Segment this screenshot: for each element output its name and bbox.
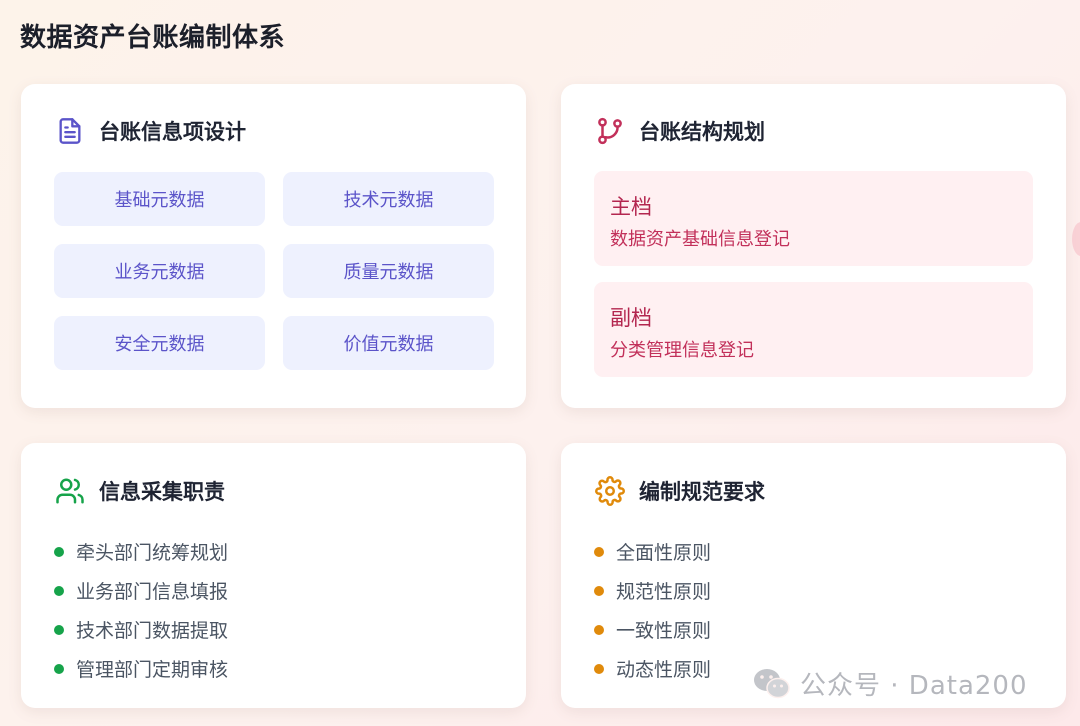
list-item: 规范性原则 <box>594 571 711 610</box>
document-icon <box>55 116 85 146</box>
list-item: 业务部门信息填报 <box>54 571 228 610</box>
bullet-dot <box>594 663 604 674</box>
bullet-dot <box>54 624 64 635</box>
bullet-dot <box>54 546 64 557</box>
card-header: 台账信息项设计 <box>55 116 246 146</box>
archive-description: 数据资产基础信息登记 <box>610 229 790 250</box>
metadata-grid: 基础元数据 技术元数据 业务元数据 质量元数据 安全元数据 价值元数据 <box>54 172 494 370</box>
bullet-dot <box>54 663 64 674</box>
list-item: 技术部门数据提取 <box>54 610 228 649</box>
watermark-text: 公众号 · Data200 <box>800 671 1028 701</box>
card-ledger-item-design: 台账信息项设计 基础元数据 技术元数据 业务元数据 质量元数据 安全元数据 价值… <box>21 84 526 408</box>
list-item: 一致性原则 <box>594 610 711 649</box>
archive-panel-main[interactable]: 主档 数据资产基础信息登记 <box>594 171 1033 266</box>
metadata-button-basic[interactable]: 基础元数据 <box>54 172 265 226</box>
archive-panel-secondary[interactable]: 副档 分类管理信息登记 <box>594 282 1033 377</box>
page-title: 数据资产台账编制体系 <box>20 23 286 53</box>
gear-icon <box>595 476 625 506</box>
archive-title: 副档 <box>610 306 652 330</box>
list-item: 动态性原则 <box>594 649 711 688</box>
bullet-dot <box>54 585 64 596</box>
archive-description: 分类管理信息登记 <box>610 340 754 361</box>
list-item: 管理部门定期审核 <box>54 649 228 688</box>
card-information-collection: 信息采集职责 牵头部门统筹规划 业务部门信息填报 技术部门数据提取 管理部门定期… <box>21 443 526 708</box>
principle-list: 全面性原则 规范性原则 一致性原则 动态性原则 <box>594 532 711 688</box>
archive-title: 主档 <box>610 195 652 219</box>
card-compilation-standards: 编制规范要求 全面性原则 规范性原则 一致性原则 动态性原则 <box>561 443 1066 708</box>
list-item: 牵头部门统筹规划 <box>54 532 228 571</box>
metadata-button-business[interactable]: 业务元数据 <box>54 244 265 298</box>
users-icon <box>55 476 85 506</box>
responsibility-list: 牵头部门统筹规划 业务部门信息填报 技术部门数据提取 管理部门定期审核 <box>54 532 228 688</box>
metadata-button-value[interactable]: 价值元数据 <box>283 316 494 370</box>
card-title: 编制规范要求 <box>639 480 765 504</box>
metadata-button-technical[interactable]: 技术元数据 <box>283 172 494 226</box>
watermark: 公众号 · Data200 <box>752 665 1028 702</box>
card-title: 台账结构规划 <box>639 120 765 144</box>
edge-decoration <box>1072 222 1080 256</box>
metadata-button-security[interactable]: 安全元数据 <box>54 316 265 370</box>
card-header: 台账结构规划 <box>595 116 765 146</box>
wechat-icon <box>752 667 792 701</box>
card-title: 信息采集职责 <box>99 480 225 504</box>
list-item: 全面性原则 <box>594 532 711 571</box>
card-title: 台账信息项设计 <box>99 120 246 144</box>
git-branch-icon <box>595 116 625 146</box>
metadata-button-quality[interactable]: 质量元数据 <box>283 244 494 298</box>
bullet-dot <box>594 624 604 635</box>
card-header: 信息采集职责 <box>55 476 225 506</box>
bullet-dot <box>594 546 604 557</box>
bullet-dot <box>594 585 604 596</box>
card-header: 编制规范要求 <box>595 476 765 506</box>
card-ledger-structure: 台账结构规划 主档 数据资产基础信息登记 副档 分类管理信息登记 <box>561 84 1066 408</box>
